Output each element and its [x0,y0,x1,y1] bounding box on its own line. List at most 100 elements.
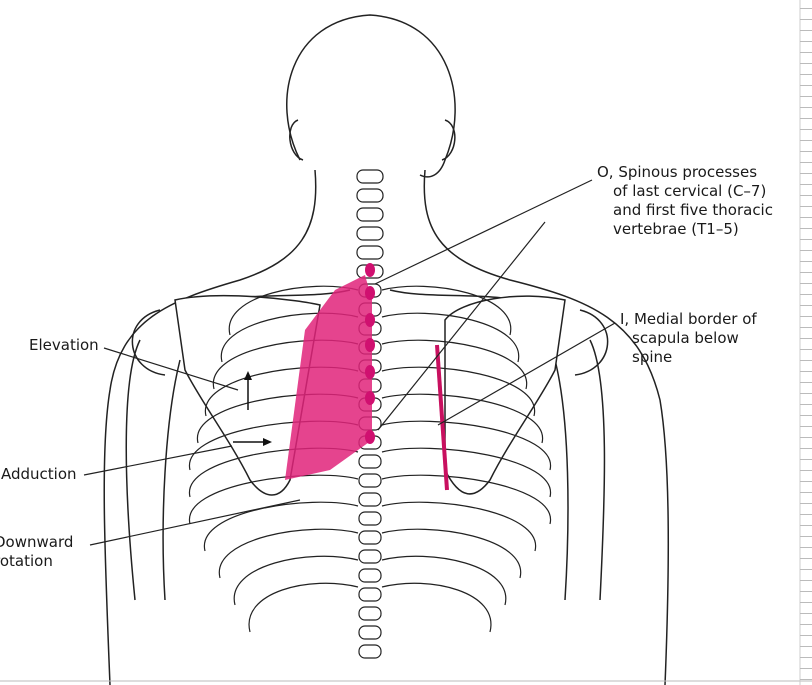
scapula-right [444,295,566,495]
edge-rule [800,239,812,240]
rib [381,393,543,444]
humeral-head-right [574,309,609,376]
spinous-process-marker [365,338,375,352]
edge-rule [800,635,812,636]
ear-right [441,119,456,161]
head-outline [286,14,456,178]
insertion-line [435,344,449,491]
edge-rule [800,118,812,119]
downward-rotation-line: rotation [0,552,53,570]
edge-rule [800,261,812,262]
edge-rule [800,52,812,53]
edge-rule [800,393,812,394]
edge-rule [800,591,812,592]
edge-rule [800,129,812,130]
spinous-process-marker [365,313,375,327]
edge-rule [800,624,812,625]
vertebra [356,169,384,184]
adduction-label: Adduction [1,465,77,483]
leader-downward-rotation [89,499,301,546]
spinous-process-marker [365,263,375,277]
edge-rule [800,470,812,471]
edge-rule [800,228,812,229]
edge-rule [800,371,812,372]
vertebra [358,587,382,602]
vertebra [358,568,382,583]
edge-rule [800,646,812,647]
edge-rule [800,19,812,20]
edge-rule [800,503,812,504]
humeral-head-left [131,309,166,376]
arm-right [554,339,606,601]
edge-rule [800,151,812,152]
vertebra [356,245,384,260]
leader-adduction [83,445,233,476]
rib [248,582,359,633]
edge-rule [800,41,812,42]
rib [381,312,520,363]
rib [381,420,551,471]
vertebra [358,606,382,621]
body-outline-right [423,169,670,685]
edge-rule [800,349,812,350]
rib [381,555,507,606]
vertebra [356,226,384,241]
edge-rule [800,536,812,537]
edge-rule [800,525,812,526]
edge-rule [800,459,812,460]
vertebra [358,549,382,564]
insertion-label-line: I, Medial border of [620,310,757,328]
leader-elevation [103,347,239,391]
insertion-label-line: spine [632,348,673,366]
vertebra [358,492,382,507]
edge-rule [800,184,812,185]
edge-rule [800,107,812,108]
edge-rule [800,272,812,273]
edge-rule [800,30,812,31]
edge-rule [800,63,812,64]
edge-rule [800,580,812,581]
edge-rule [800,558,812,559]
spinous-process-marker [365,391,375,405]
rib [228,285,359,336]
edge-rule [800,173,812,174]
adduction-arrowhead-icon [263,438,272,446]
edge-rule [800,360,812,361]
rib [381,582,492,633]
leader-origin-2 [377,221,546,431]
rib [189,474,359,525]
edge-rule [800,217,812,218]
edge-rule [800,162,812,163]
vertebra [358,625,382,640]
origin-label-line: vertebrae (T1–5) [613,220,739,238]
origin-label-line: O, Spinous processes [597,163,758,181]
edge-rule [800,492,812,493]
vertebra [356,188,384,203]
spinous-process-marker [365,286,375,300]
edge-rule [800,85,812,86]
rib [381,285,512,336]
ear-left [289,119,304,161]
edge-rule [800,195,812,196]
edge-rule [800,316,812,317]
leader-origin-1 [374,179,593,285]
rib [233,555,359,606]
edge-rule [800,338,812,339]
edge-rule [800,382,812,383]
vertebra [358,473,382,488]
edge-rule [800,569,812,570]
insertion-label-line: scapula below [632,329,739,347]
rib [204,501,359,552]
edge-rule [800,668,812,669]
spinous-process-marker [365,430,375,444]
rib [381,447,551,498]
edge-rule [800,140,812,141]
edge-rule [800,8,812,9]
insertion-label: I, Medial border of scapula below spine [620,310,757,367]
edge-rule [800,327,812,328]
edge-rule [800,96,812,97]
leader-insertion [437,322,616,426]
edge-rule [800,305,812,306]
edge-rule [800,74,812,75]
